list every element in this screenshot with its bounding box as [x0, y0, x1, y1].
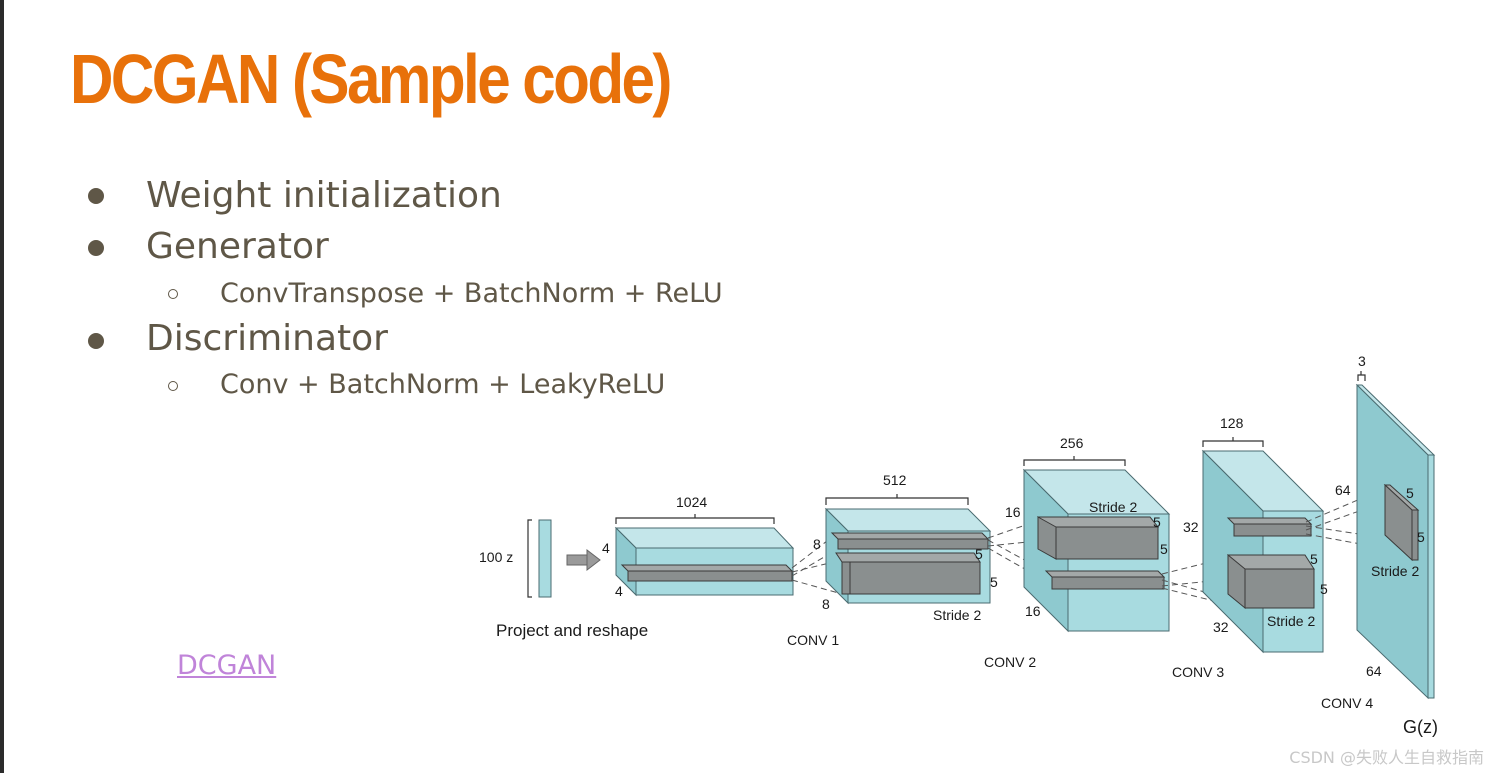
stage0-depth: 1024: [676, 494, 707, 510]
project-arrow-icon: [566, 548, 601, 572]
conv2-kernel-b: 5: [1160, 541, 1168, 557]
stage0-width: 4: [615, 583, 623, 599]
conv4-kernel-b: 5: [1417, 529, 1425, 545]
conv2-depth: 256: [1060, 435, 1084, 451]
stage0-block: 1024 4 4: [602, 494, 795, 599]
sub-bullet-ring: [168, 289, 178, 299]
conv3-kernel-a: 5: [1310, 551, 1318, 567]
conv1-kernel-b: 5: [990, 574, 998, 590]
conv4-height: 64: [1335, 482, 1351, 498]
input-brace: [527, 519, 532, 598]
project-reshape-label: Project and reshape: [496, 621, 648, 640]
left-edge-bar: [0, 0, 4, 773]
csdn-watermark: CSDN @失败人生自救指南: [1289, 748, 1484, 767]
conv2-width: 16: [1025, 603, 1041, 619]
conv2-height: 16: [1005, 504, 1021, 520]
conv3-label: CONV 3: [1172, 664, 1224, 680]
bullet-weight-init: Weight initialization: [146, 175, 502, 216]
conv2-kernel-a: 5: [1153, 514, 1161, 530]
sub-bullet-generator: ConvTranspose + BatchNorm + ReLU: [220, 278, 723, 309]
conv1-height: 8: [813, 536, 821, 552]
conv2-block: 256 16 16 5 5 Stride 2: [1005, 435, 1171, 633]
bullet-list: Weight initialization Generator ConvTran…: [0, 0, 800, 420]
conv4-width: 64: [1366, 663, 1382, 679]
conv4-kernel-a: 5: [1406, 485, 1414, 501]
conv1-kernel-a: 5: [975, 546, 983, 562]
conv2-label: CONV 2: [984, 654, 1036, 670]
bullet-discriminator: Discriminator: [146, 318, 388, 359]
conv3-kernel-b: 5: [1320, 581, 1328, 597]
stage0-height: 4: [602, 540, 610, 556]
conv2-stride: Stride 2: [1089, 499, 1137, 515]
conv3-width: 32: [1213, 619, 1229, 635]
bullet-generator: Generator: [146, 226, 329, 267]
sub-bullet-discriminator: Conv + BatchNorm + LeakyReLU: [220, 369, 666, 400]
conv4-stride: Stride 2: [1371, 563, 1419, 579]
conv1-block: 512 8 8 5 5 Stride 2: [813, 472, 998, 623]
conv1-stride: Stride 2: [933, 607, 981, 623]
conv3-depth: 128: [1220, 415, 1244, 431]
bullet-dot: [88, 240, 104, 256]
input-z-vector: 100 z: [479, 519, 552, 598]
conv1-label: CONV 1: [787, 632, 839, 648]
conv4-block: 3 64 64 5 5 Stride 2: [1335, 353, 1436, 700]
conv3-stride: Stride 2: [1267, 613, 1315, 629]
slide-title: DCGAN (Sample code): [70, 40, 672, 118]
input-label: 100 z: [479, 549, 513, 565]
bullet-dot: [88, 188, 104, 204]
conv3-height: 32: [1183, 519, 1199, 535]
conv3-block: 128 32 32 5 5 Stride 2: [1183, 415, 1328, 654]
conv4-depth: 3: [1358, 353, 1366, 369]
conv4-label: CONV 4: [1321, 695, 1373, 711]
output-gz-label: G(z): [1403, 717, 1438, 737]
sub-bullet-ring: [168, 381, 178, 391]
bullet-dot: [88, 333, 104, 349]
conv1-depth: 512: [883, 472, 907, 488]
z-vector-bar: [538, 519, 552, 598]
dcgan-link[interactable]: DCGAN: [177, 650, 277, 681]
conv1-width: 8: [822, 596, 830, 612]
